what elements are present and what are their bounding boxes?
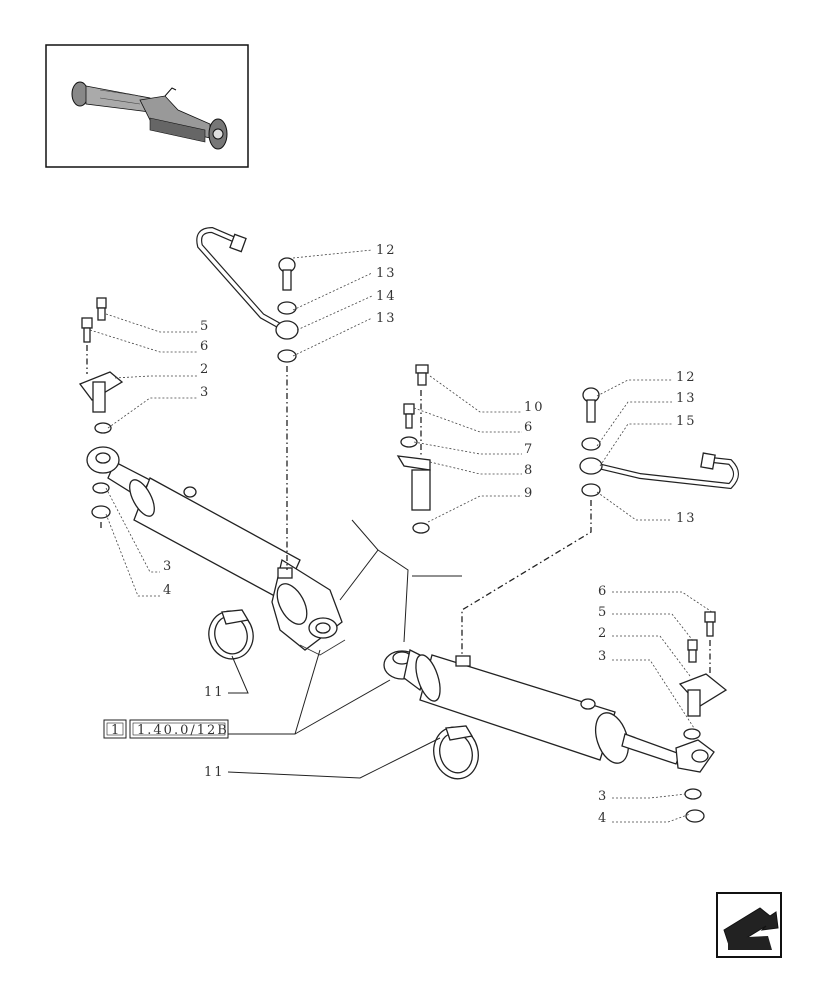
callout-13: 13 bbox=[376, 266, 397, 281]
left-banjo-bolt-stack bbox=[275, 257, 299, 570]
callout-2: 2 bbox=[598, 626, 608, 641]
left-steering-cylinder bbox=[86, 446, 346, 656]
callout-3: 3 bbox=[598, 789, 608, 804]
callout-4: 4 bbox=[163, 583, 173, 598]
callout-5: 5 bbox=[598, 605, 608, 620]
callout-2: 2 bbox=[200, 362, 210, 377]
callout-13: 13 bbox=[676, 391, 697, 406]
callout-15: 15 bbox=[676, 414, 697, 429]
reference-code: 1.40.0/12B bbox=[137, 723, 229, 738]
callout-3: 3 bbox=[598, 649, 608, 664]
right-banjo-bolt-stack bbox=[461, 387, 603, 655]
previous-page-arrow-icon[interactable] bbox=[716, 892, 782, 958]
callout-13: 13 bbox=[676, 511, 697, 526]
callout-6: 6 bbox=[598, 584, 608, 599]
axle-thumbnail-icon bbox=[45, 44, 249, 168]
callout-6: 6 bbox=[524, 420, 534, 435]
hose-clamp-left bbox=[208, 609, 254, 660]
middle-bracket-stack bbox=[396, 364, 431, 534]
callout-3: 3 bbox=[200, 385, 210, 400]
callout-11: 11 bbox=[204, 765, 225, 780]
callout-13: 13 bbox=[376, 311, 397, 326]
callout-numbers: 12 13 14 13 5 6 2 3 3 4 10 6 7 8 9 12 13… bbox=[163, 243, 697, 826]
callout-5: 5 bbox=[200, 319, 210, 334]
callout-3: 3 bbox=[163, 559, 173, 574]
callout-4: 4 bbox=[598, 811, 608, 826]
hose-clamp-right bbox=[433, 725, 479, 780]
callout-11: 11 bbox=[204, 685, 225, 700]
callout-7: 7 bbox=[524, 442, 534, 457]
hydraulic-pipe-right bbox=[597, 452, 739, 490]
reference-box[interactable]: 1 1.40.0/12B bbox=[103, 719, 229, 739]
left-pin-stack bbox=[78, 297, 124, 530]
callout-8: 8 bbox=[524, 463, 534, 478]
reference-qty: 1 bbox=[111, 723, 121, 738]
callout-14: 14 bbox=[376, 289, 397, 304]
callout-6: 6 bbox=[200, 339, 210, 354]
callout-12: 12 bbox=[676, 370, 697, 385]
callout-12: 12 bbox=[376, 243, 397, 258]
right-steering-cylinder bbox=[383, 649, 715, 773]
callout-leaders bbox=[89, 249, 713, 823]
hydraulic-pipe-left bbox=[196, 226, 282, 329]
right-pin-stack bbox=[678, 611, 728, 823]
callout-9: 9 bbox=[524, 486, 534, 501]
callout-10: 10 bbox=[524, 400, 545, 415]
